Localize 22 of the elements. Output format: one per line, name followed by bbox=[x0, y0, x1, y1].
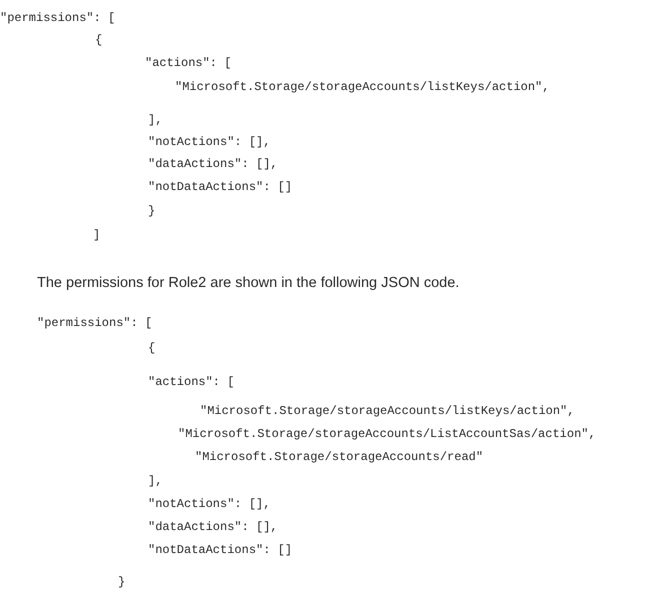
code-line: ], bbox=[148, 112, 162, 128]
code-line: ] bbox=[93, 227, 100, 243]
code-line: } bbox=[148, 203, 156, 219]
code-line: "permissions": [ bbox=[0, 10, 116, 26]
code-line: { bbox=[148, 340, 156, 356]
code-line: "Microsoft.Storage/storageAccounts/listKeys/action", bbox=[175, 79, 550, 95]
code-line: { bbox=[95, 32, 102, 48]
code-line: "actions": [ bbox=[148, 374, 234, 390]
code-line: } bbox=[118, 574, 126, 590]
code-line: "dataActions": [], bbox=[148, 156, 278, 172]
code-line: "actions": [ bbox=[145, 55, 232, 71]
code-line: ], bbox=[148, 473, 162, 489]
code-line: "Microsoft.Storage/storageAccounts/read" bbox=[195, 449, 484, 465]
code-line: "notDataActions": [] bbox=[148, 179, 292, 195]
code-line: "notActions": [], bbox=[148, 134, 270, 150]
code-line: "notActions": [], bbox=[148, 496, 270, 512]
code-line: "Microsoft.Storage/storageAccounts/ListAccountSas/action", bbox=[178, 426, 596, 442]
description-text: The permissions for Role2 are shown in the following JSON code. bbox=[37, 274, 460, 292]
code-line: "dataActions": [], bbox=[148, 519, 278, 535]
code-line: "Microsoft.Storage/storageAccounts/listKeys/action", bbox=[200, 403, 574, 419]
code-line: "notDataActions": [] bbox=[148, 542, 292, 558]
code-line: "permissions": [ bbox=[37, 315, 152, 331]
